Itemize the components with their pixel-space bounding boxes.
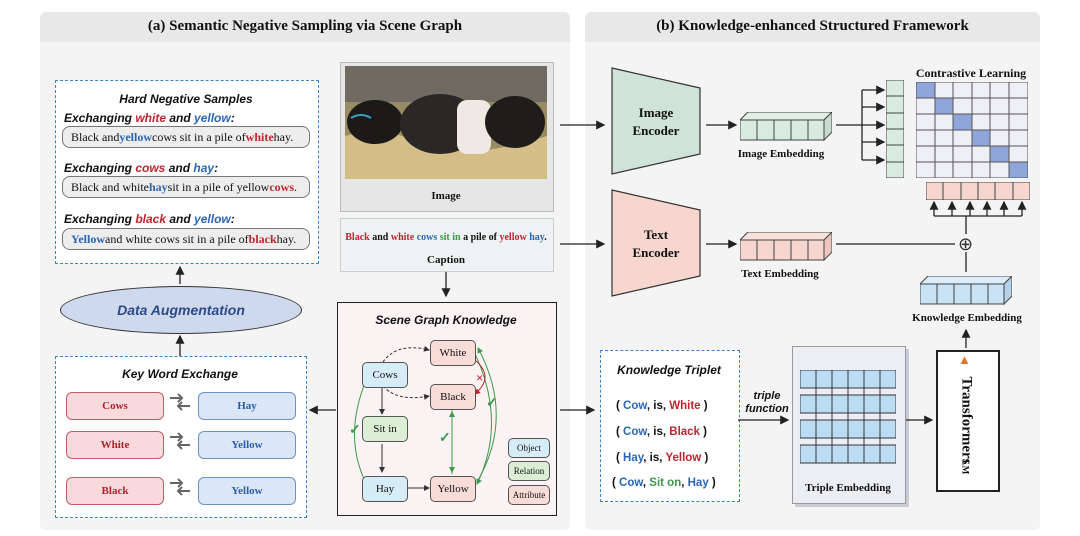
node-hay: Hay [362, 476, 408, 502]
node-white: White [430, 340, 476, 366]
triple-function-line-2: function [745, 403, 789, 415]
legend-object: Object [508, 438, 550, 458]
keyword-yellow-1: Yellow [198, 431, 296, 459]
data-augmentation-ellipse: Data Augmentation [60, 286, 302, 334]
triple-row-1: ( Cow, is, White ) [616, 400, 708, 412]
keyword-yellow-2: Yellow [198, 477, 296, 505]
legend-relation: Relation [508, 461, 550, 481]
knowledge-embedding-label: Knowledge Embedding [912, 312, 1022, 324]
cross-mark: × [476, 370, 484, 385]
image-embedding-bar [740, 112, 832, 142]
node-sit-in: Sit in [362, 416, 408, 442]
key-word-exchange-title: Key Word Exchange [122, 367, 238, 381]
legend-attribute: Attribute [508, 485, 550, 505]
check-mark-1: ✓ [349, 423, 361, 438]
node-black: Black [430, 384, 476, 410]
exchange-label-1: Exchanging white and yellow: [64, 111, 235, 125]
scene-graph-title: Scene Graph Knowledge [375, 313, 517, 327]
image-embedding-column [886, 80, 904, 178]
check-mark-3: ✓ [439, 431, 451, 446]
hard-negative-title: Hard Negative Samples [119, 92, 253, 106]
scene-graph-edges [354, 345, 497, 491]
triple-function-label: triple function [740, 390, 794, 416]
text-encoder-line-2: Encoder [632, 245, 680, 260]
triple-embedding-rows [799, 369, 897, 469]
transformers-box [936, 350, 1000, 492]
negative-sentence-2: Black and white hay sit in a pile of yel… [62, 176, 310, 198]
cow-photo [345, 66, 547, 179]
text-embedding-row [926, 182, 1030, 200]
caption-text: Black and white cows sit in a pile of ye… [345, 232, 547, 243]
triple-row-3: ( Hay, is, Yellow ) [616, 452, 709, 464]
keyword-hay: Hay [198, 392, 296, 420]
triple-function-line-1: triple [753, 390, 781, 402]
exchange-label-3: Exchanging black and yellow: [64, 212, 235, 226]
triple-row-2: ( Cow, is, Black ) [616, 426, 707, 438]
image-encoder-shape [611, 67, 701, 175]
node-cows: Cows [362, 362, 408, 388]
exchange-label-2: Exchanging cows and hay: [64, 161, 219, 175]
title-bar-right [585, 12, 1040, 42]
data-augmentation-label: Data Augmentation [117, 302, 245, 318]
text-encoder-line-1: Text [643, 227, 669, 242]
caption-label: Caption [427, 254, 465, 266]
keyword-black: Black [66, 477, 164, 505]
title-bar-left [40, 12, 570, 42]
caption-box [340, 218, 554, 272]
keyword-cows: Cows [66, 392, 164, 420]
knowledge-embedding-bar [920, 276, 1012, 306]
text-encoder-shape [611, 189, 701, 297]
left-title: (a) Semantic Negative Sampling via Scene… [147, 18, 463, 34]
contrastive-matrix [916, 82, 1028, 178]
triple-row-4: ( Cow, Sit on, Hay ) [612, 477, 716, 489]
check-mark-2: ✓ [486, 396, 498, 411]
contrastive-learning-label: Contrastive Learning [915, 66, 1027, 80]
keyword-white: White [66, 431, 164, 459]
negative-sentence-3: Yellow and white cows sit in a pile of b… [62, 228, 310, 250]
image-encoder-line-2: Encoder [632, 123, 680, 138]
image-encoder-line-1: Image [638, 105, 674, 120]
plus-icon: ⊕ [958, 234, 974, 254]
negative-sentence-1: Black and yellow cows sit in a pile of w… [62, 126, 310, 148]
triple-embedding-grid [799, 369, 897, 464]
image-embedding-label: Image Embedding [737, 148, 825, 160]
right-title: (b) Knowledge-enhanced Structured Framew… [656, 18, 969, 34]
triple-embedding-label: Triple Embedding [805, 482, 891, 494]
node-yellow: Yellow [430, 476, 476, 502]
image-label: Image [431, 190, 461, 202]
knowledge-triplet-title: Knowledge Triplet [617, 363, 721, 377]
text-embedding-bar [740, 232, 832, 262]
text-embedding-label: Text Embedding [741, 268, 819, 280]
knowledge-triplet-box [600, 350, 740, 502]
fire-icon: ▲ [958, 352, 971, 367]
